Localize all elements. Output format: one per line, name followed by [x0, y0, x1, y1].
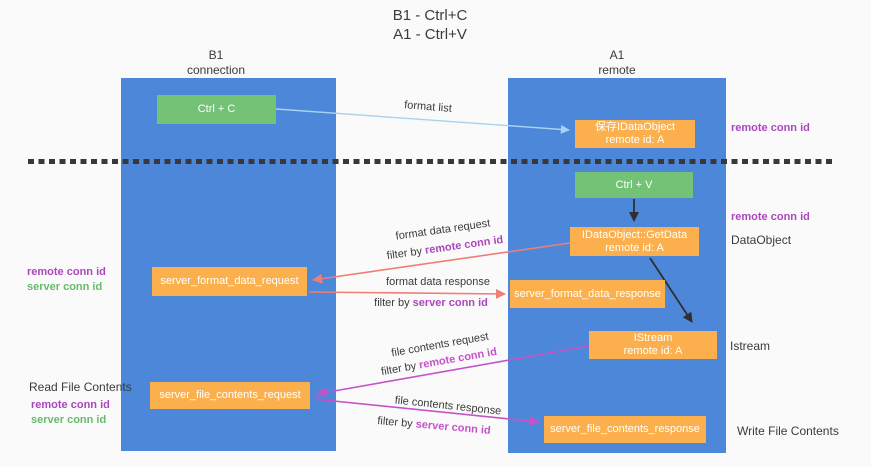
node-ctrl-c-label: Ctrl + C	[197, 103, 236, 115]
side-label-dataobject: DataObject	[731, 233, 792, 247]
side-label-read-file-contents: Read File Contents	[29, 380, 132, 394]
label-filter-by-server-conn-id-format: filter by server conn id	[374, 297, 488, 309]
title-line-2: A1 - Ctrl+V	[393, 26, 467, 43]
node-save-idataobject-line1: 保存IDataObject	[594, 121, 676, 133]
side-label-remote-conn-id-mid-right: remote conn id	[731, 211, 810, 223]
node-ctrl-v: Ctrl + V	[575, 172, 693, 198]
node-save-idataobject: 保存IDataObject remote id: A	[575, 120, 695, 148]
node-server-format-data-request: server_format_data_request	[152, 267, 307, 296]
node-server-format-data-request-label: server_format_data_request	[160, 275, 299, 287]
side-label-remote-conn-id-left-2: remote conn id	[31, 399, 110, 411]
label-format-list: format list	[403, 99, 453, 115]
lane-right-subname: remote	[598, 63, 636, 77]
label-format-data-response: format data response	[386, 276, 490, 288]
phase-separator-dashed-line	[28, 159, 832, 164]
lane-header-a1-remote: A1 remote	[557, 48, 677, 78]
title-line-1: B1 - Ctrl+C	[392, 7, 468, 24]
node-server-file-contents-request: server_file_contents_request	[150, 382, 310, 409]
label-filter-by-server-conn-id-file: filter by server conn id	[376, 415, 492, 437]
node-getdata-line2: remote id: A	[605, 241, 664, 254]
side-label-remote-conn-id-left-1: remote conn id	[27, 266, 106, 278]
node-server-file-contents-response-label: server_file_contents_response	[550, 423, 700, 435]
node-istream-line2: remote id: A	[623, 345, 683, 357]
node-istream-line1: IStream	[633, 332, 673, 344]
node-server-format-data-response-label: server_format_data_response	[514, 287, 661, 300]
side-label-server-conn-id-left-1: server conn id	[27, 281, 103, 293]
node-server-format-data-response: server_format_data_response	[510, 280, 665, 308]
side-label-write-file-contents: Write File Contents	[737, 424, 839, 438]
node-save-idataobject-line2: remote id: A	[605, 134, 665, 146]
node-server-file-contents-response: server_file_contents_response	[544, 416, 706, 443]
node-istream: IStream remote id: A	[589, 331, 717, 359]
lane-left-name: B1	[208, 48, 224, 62]
side-label-server-conn-id-left-2: server conn id	[31, 414, 107, 426]
node-ctrl-v-label: Ctrl + V	[615, 178, 653, 191]
node-idataobject-getdata: IDataObject::GetData remote id: A	[570, 227, 699, 256]
node-ctrl-c: Ctrl + C	[157, 95, 276, 124]
lane-header-b1-connection: B1 connection	[156, 48, 276, 78]
arrow-format-data-response	[308, 288, 506, 299]
side-label-istream: Istream	[730, 339, 771, 353]
side-label-remote-conn-id-top-right: remote conn id	[731, 122, 810, 134]
node-server-file-contents-request-label: server_file_contents_request	[159, 389, 301, 401]
label-file-contents-response: file contents response	[394, 394, 502, 418]
lane-left-subname: connection	[186, 63, 246, 77]
lane-right-name: A1	[609, 48, 625, 62]
diagram-title: B1 - Ctrl+C A1 - Ctrl+V	[330, 6, 530, 44]
node-getdata-line1: IDataObject::GetData	[581, 228, 688, 241]
